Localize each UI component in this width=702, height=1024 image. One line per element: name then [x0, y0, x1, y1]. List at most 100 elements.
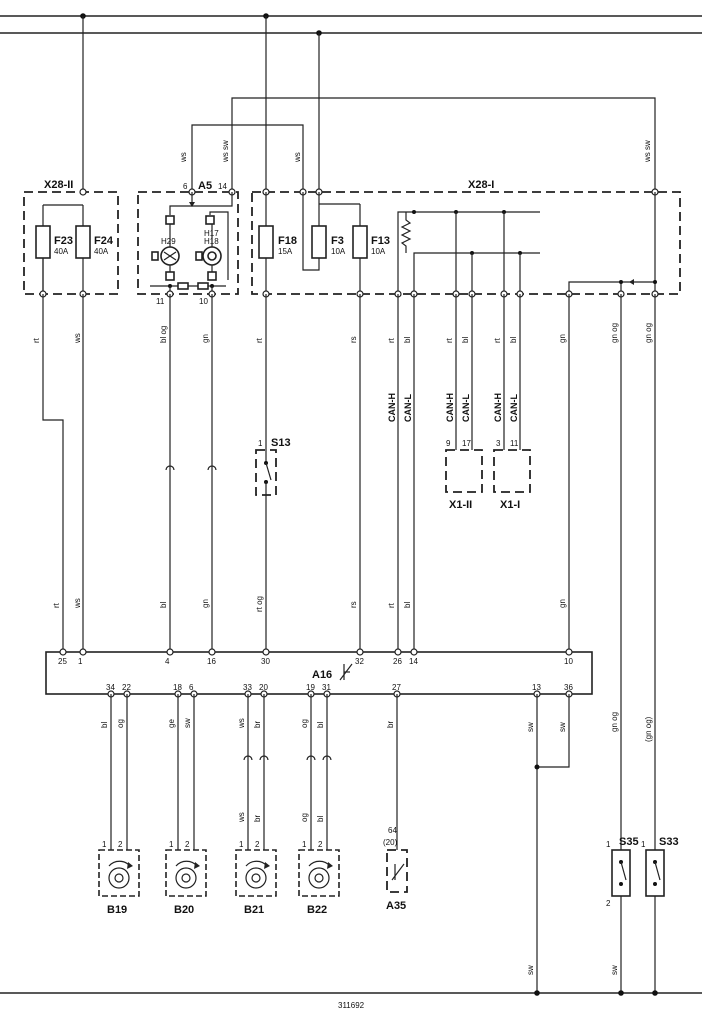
switch-s33-label: S33 [659, 836, 679, 848]
x1-i-box [493, 449, 531, 493]
wire-label: ws [293, 152, 302, 163]
a16-pin [208, 648, 216, 656]
wire-label: ws [179, 152, 188, 163]
svg-text:2: 2 [318, 840, 323, 849]
wire-label: bl og [159, 326, 168, 343]
a16-pin [166, 648, 174, 656]
s13-pin-1: 1 [258, 439, 263, 448]
control-unit-a16 [45, 651, 593, 695]
a16-pin [394, 648, 402, 656]
a16-pin-label: 26 [393, 657, 402, 666]
sensor-b22: 1 2 B22 [298, 840, 340, 916]
wire-label: og [116, 719, 125, 728]
lamp-h29-label: H29 [161, 237, 176, 246]
a16-pin [410, 648, 418, 656]
wire-label: rt og [255, 596, 264, 612]
a16-pin [356, 648, 364, 656]
x28-i-box [251, 191, 681, 295]
wire-label: gn [558, 334, 567, 343]
switch-s33: 1 S33 [641, 836, 679, 897]
svg-text:1: 1 [302, 840, 307, 849]
a16-pin-label: 22 [122, 683, 131, 692]
can-low-label: CAN-L [461, 394, 471, 422]
wire-label: bl [403, 337, 412, 343]
control-unit-a16-label: A16 [312, 669, 332, 681]
svg-text:1: 1 [102, 840, 107, 849]
wire-label: bl [461, 337, 470, 343]
a16-pin-label: 1 [78, 657, 83, 666]
wire-label: bl [509, 337, 518, 343]
x1-ii-pin-17: 17 [462, 439, 471, 448]
wire-label: rt [255, 337, 264, 343]
wire-label: sw [526, 722, 535, 732]
a5-pin-11: 11 [156, 297, 165, 306]
wire-label: rt [52, 602, 61, 608]
wire-label: gn og [644, 323, 653, 343]
fuse-f3-rating: 10A [331, 247, 346, 256]
svg-text:1: 1 [641, 840, 646, 849]
sensor-b20: 1 2 B20 [165, 840, 207, 916]
diagram-id: 311692 [338, 1001, 365, 1010]
wire-label: ws [73, 333, 82, 344]
x28-i-label: X28-I [468, 179, 494, 191]
a16-pin-label: 20 [259, 683, 268, 692]
fuse-f18-label: F18 [278, 235, 297, 247]
x1-i-pin-3: 3 [496, 439, 501, 448]
svg-text:2: 2 [118, 840, 123, 849]
wire-label: bl [100, 722, 109, 728]
x28-ii-label: X28-II [44, 179, 73, 191]
a16-pin-label: 14 [409, 657, 418, 666]
svg-text:1: 1 [239, 840, 244, 849]
a16-pin-label: 6 [189, 683, 194, 692]
a16-pin-label: 19 [306, 683, 315, 692]
sensor-a35-label: A35 [386, 900, 406, 912]
wire-label: (gn og) [644, 716, 653, 742]
sensor-b19-label: B19 [107, 904, 127, 916]
a5-label: A5 [198, 180, 212, 192]
fuse-f18-rating: 15A [278, 247, 293, 256]
wire-label: br [386, 721, 395, 728]
can-low-label: CAN-L [403, 394, 413, 422]
wire-label: gn og [610, 323, 619, 343]
sensor-a35: 64 (20) A35 [383, 826, 408, 912]
x1-ii-box [445, 449, 483, 493]
can-high-label: CAN-H [387, 393, 397, 422]
x1-i-label: X1-I [500, 499, 520, 511]
can-high-label: CAN-H [445, 393, 455, 422]
svg-text:2: 2 [606, 899, 611, 908]
wire-label: gn [558, 599, 567, 608]
a5-box [137, 191, 239, 295]
can-high-label: CAN-H [493, 393, 503, 422]
fuse-f24-rating: 40A [94, 247, 109, 256]
x28-ii-box [23, 191, 119, 295]
wire-label: rs [349, 336, 358, 343]
wire-label: br [253, 721, 262, 728]
sensor-b21: 1 2 B21 [235, 840, 277, 916]
wire-label: ws sw [643, 140, 652, 163]
fuse-f3-label: F3 [331, 235, 344, 247]
wire-label: sw [183, 718, 192, 728]
a16-pin-label: 27 [392, 683, 401, 692]
a16-pin-label: 18 [173, 683, 182, 692]
can-low-label: CAN-L [509, 394, 519, 422]
wire-label: sw [558, 722, 567, 732]
wire-label: sw [526, 965, 535, 975]
svg-text:2: 2 [255, 840, 260, 849]
wire-label: rs [349, 601, 358, 608]
wire-label: gn [201, 599, 210, 608]
a16-pin-label: 13 [532, 683, 541, 692]
gear-icon [308, 867, 330, 889]
switch-s35: 1 S35 2 [606, 836, 639, 908]
wire-label: bl [316, 722, 325, 728]
svg-text:(20): (20) [383, 838, 398, 847]
wire-label: sw [610, 965, 619, 975]
wire-label: ws [237, 812, 246, 823]
a16-pin-label: 10 [564, 657, 573, 666]
fuse-f13-rating: 10A [371, 247, 386, 256]
wire-label: bl [316, 816, 325, 822]
a16-pin-label: 36 [564, 683, 573, 692]
a16-pin-label: 32 [355, 657, 364, 666]
a16-pin [59, 648, 67, 656]
wire-label: rt [493, 337, 502, 343]
